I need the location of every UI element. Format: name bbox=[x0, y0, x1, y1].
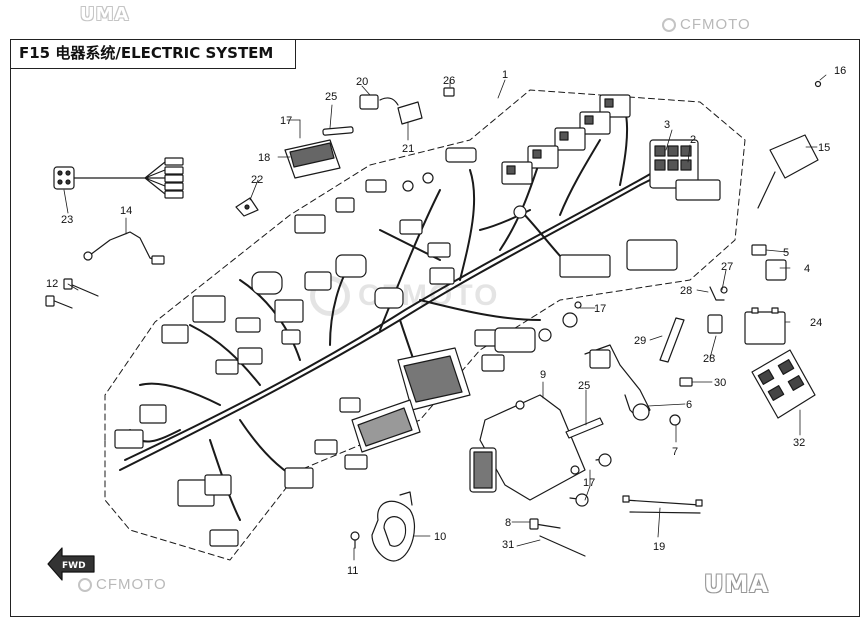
callout-20: 20 bbox=[356, 76, 368, 88]
callout-11: 11 bbox=[347, 565, 358, 577]
callout-6: 6 bbox=[686, 399, 692, 411]
speed-sensor-14 bbox=[89, 231, 163, 263]
callout-17-mid: 17 bbox=[594, 303, 606, 315]
cfmoto-logo-text: CFMOTO bbox=[680, 16, 751, 33]
callout-4: 4 bbox=[804, 263, 810, 275]
callout-16: 16 bbox=[834, 65, 846, 77]
callout-24: 24 bbox=[810, 317, 822, 329]
cfmoto-ring-icon bbox=[662, 17, 676, 32]
rod-31 bbox=[539, 535, 586, 557]
sticker-sheet-32 bbox=[751, 349, 816, 419]
callout-25-top: 25 bbox=[325, 91, 337, 103]
callout-28-top: 28 bbox=[680, 285, 692, 297]
callout-22: 22 bbox=[251, 174, 263, 186]
callout-3: 3 bbox=[664, 119, 670, 131]
callout-10: 10 bbox=[434, 531, 446, 543]
callout-9: 9 bbox=[540, 369, 546, 381]
lead-wire-19 bbox=[624, 499, 701, 514]
callout-1: 1 bbox=[502, 69, 508, 81]
drawing-frame bbox=[10, 39, 860, 617]
callout-19: 19 bbox=[653, 541, 665, 553]
control-module-15 bbox=[769, 134, 819, 179]
callout-28-bottom: 28 bbox=[703, 353, 715, 365]
strip-25 bbox=[565, 417, 604, 439]
right-side-parts bbox=[584, 80, 822, 426]
page-title: F15 电器系统/ELECTRIC SYSTEM bbox=[10, 39, 296, 69]
harness-lead-23 bbox=[73, 161, 166, 195]
uma-logo-top: UMA bbox=[80, 4, 130, 25]
top-left-parts bbox=[45, 87, 455, 309]
fwd-arrow-icon bbox=[47, 547, 95, 581]
callout-29: 29 bbox=[634, 335, 646, 347]
fuse-relay-box bbox=[649, 139, 721, 201]
callout-30: 30 bbox=[714, 377, 726, 389]
callout-17-bottom: 17 bbox=[583, 477, 595, 489]
ignition-switch-21 bbox=[397, 101, 423, 125]
bolt-12b bbox=[51, 299, 73, 309]
callout-21: 21 bbox=[402, 143, 414, 155]
strap-29 bbox=[659, 317, 685, 363]
callout-32: 32 bbox=[793, 437, 805, 449]
bolt-12a bbox=[69, 283, 99, 297]
callout-14: 14 bbox=[120, 205, 132, 217]
callout-25-bottom: 25 bbox=[578, 380, 590, 392]
callout-8: 8 bbox=[505, 517, 511, 529]
callout-26: 26 bbox=[443, 75, 455, 87]
bolt-8 bbox=[534, 523, 561, 529]
callout-17-top: 17 bbox=[280, 115, 292, 127]
callout-2: 2 bbox=[690, 134, 696, 146]
callout-12: 12 bbox=[46, 278, 58, 290]
bottom-parts bbox=[350, 301, 703, 562]
cfmoto-logo-top: CFMOTO bbox=[662, 16, 751, 33]
cfmoto-ring-icon bbox=[78, 577, 92, 592]
harness-assembly-outline bbox=[104, 89, 746, 561]
harness-connectors bbox=[114, 94, 678, 547]
leader-lines bbox=[63, 74, 827, 561]
uma-logo-bottom: UMA bbox=[704, 570, 769, 598]
callout-5: 5 bbox=[783, 247, 789, 259]
callout-7: 7 bbox=[672, 446, 678, 458]
callout-labels: 1 2 3 4 5 6 7 8 9 10 11 12 14 15 16 17 1… bbox=[46, 65, 846, 577]
callout-18: 18 bbox=[258, 152, 270, 164]
fwd-label: FWD bbox=[62, 561, 86, 571]
ecu-connector-block bbox=[351, 347, 471, 453]
callout-31: 31 bbox=[502, 539, 514, 551]
callout-27: 27 bbox=[721, 261, 733, 273]
callout-15: 15 bbox=[818, 142, 830, 154]
callout-23: 23 bbox=[61, 214, 73, 226]
cfmoto-logo-text: CFMOTO bbox=[96, 576, 167, 593]
cfmoto-logo-bottom: CFMOTO bbox=[78, 576, 167, 593]
